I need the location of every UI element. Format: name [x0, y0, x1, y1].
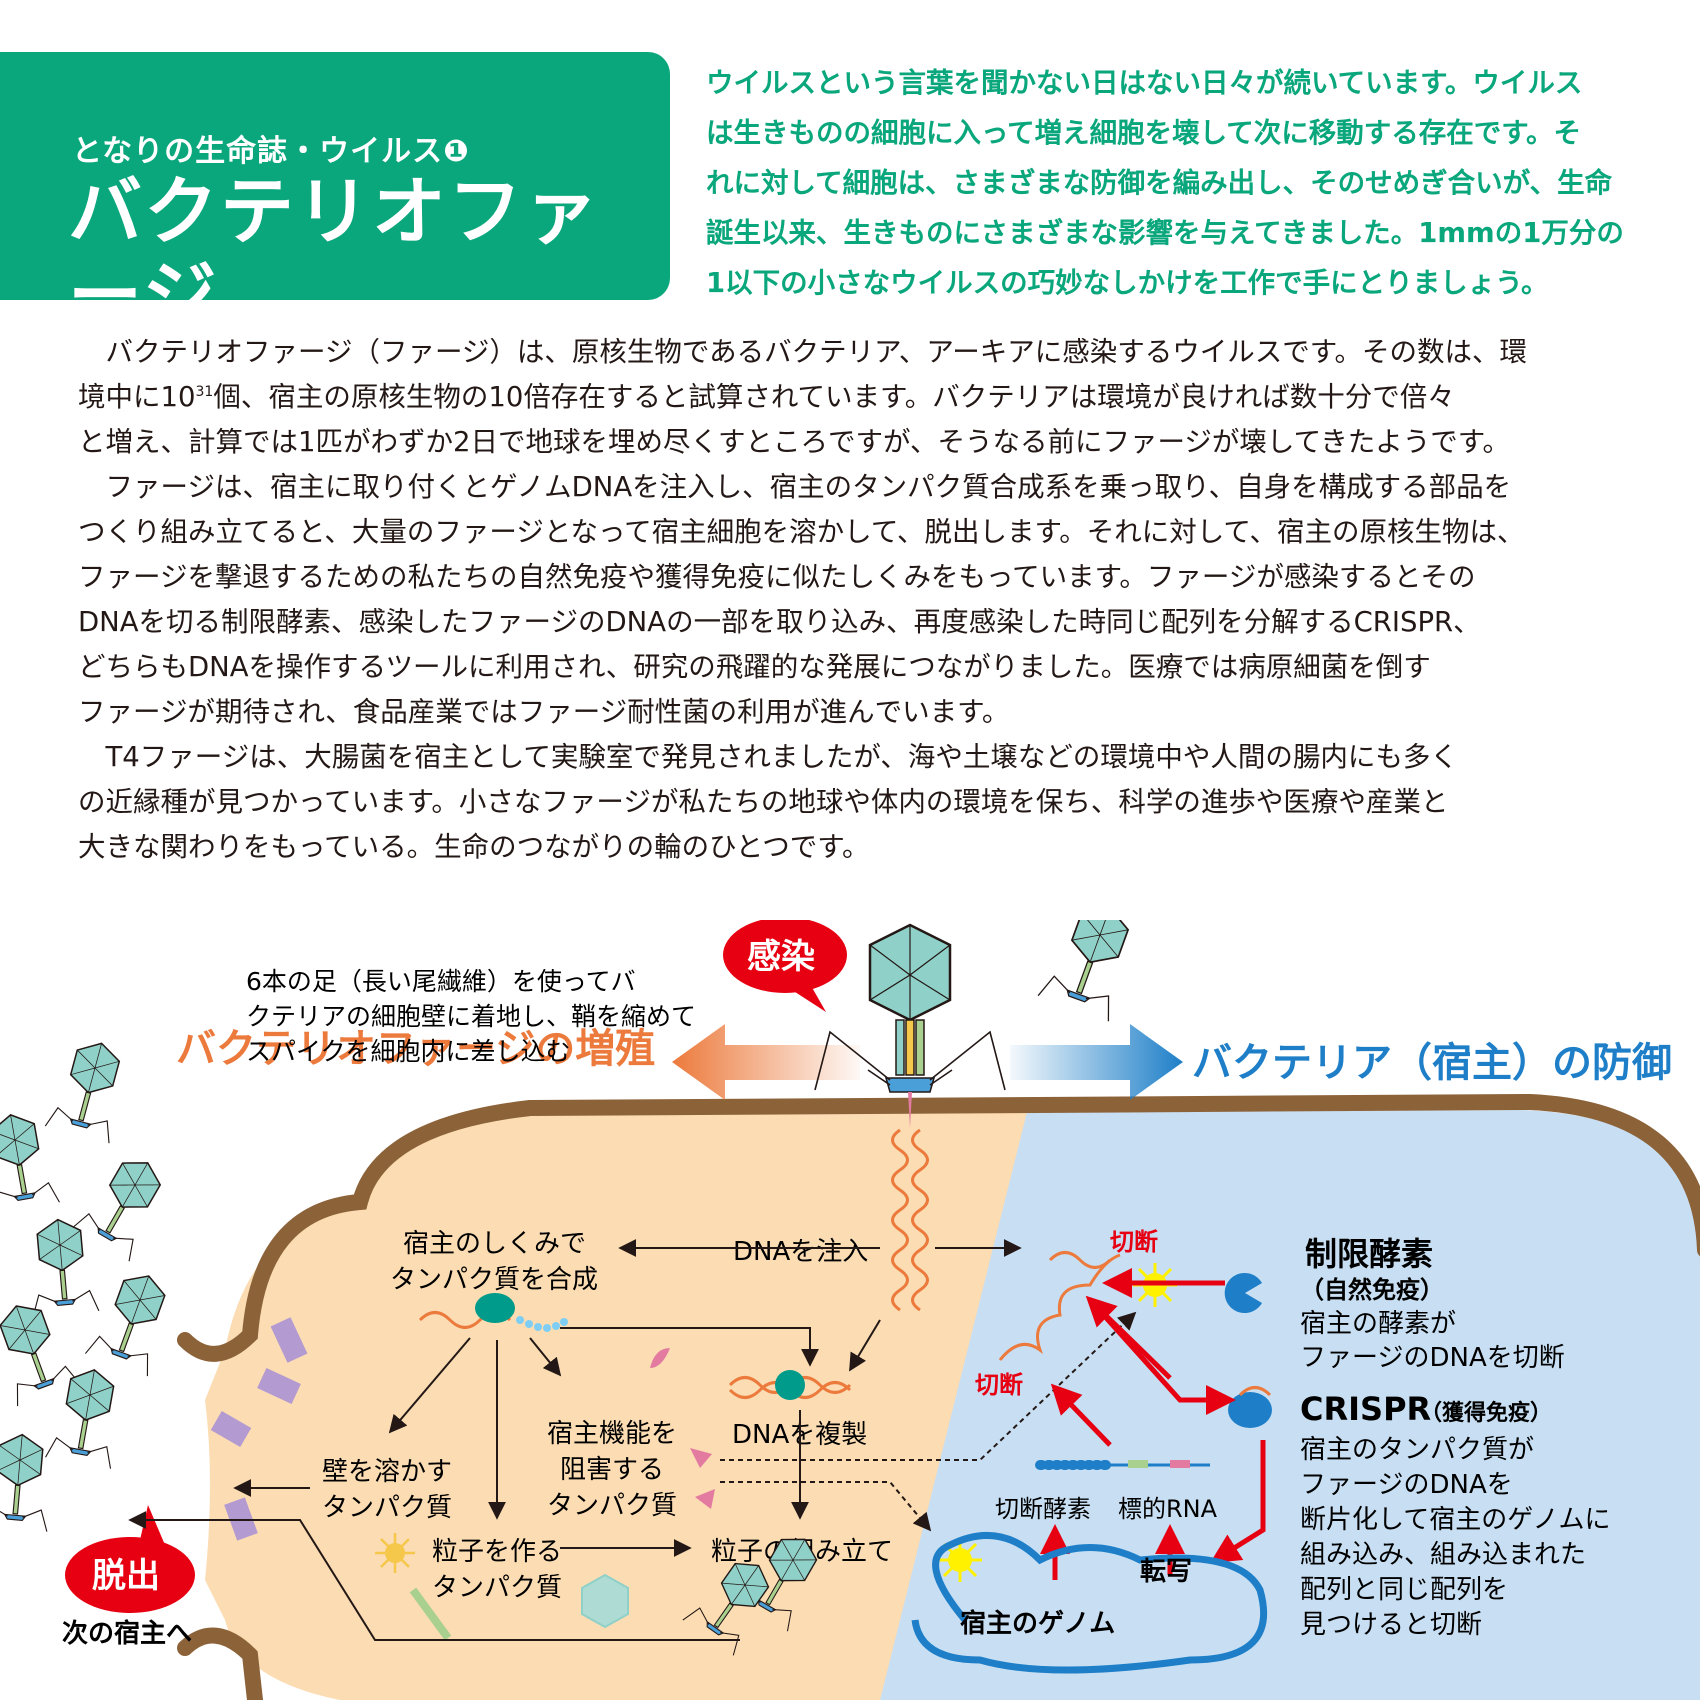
inhibit-label: 宿主機能を	[547, 1419, 677, 1449]
target-rna-label: 標的RNA	[1118, 1495, 1218, 1523]
crispr-desc: 見つけると切断	[1300, 1610, 1482, 1640]
host-genome-strand	[911, 1531, 1268, 1674]
crispr-desc: ファージのDNAを	[1300, 1470, 1513, 1500]
intro-text: ウイルスという言葉を聞かない日はない日々が続いています。ウイルス は生きものの細…	[706, 58, 1656, 308]
proliferation-heading: バクテリオファージの増殖	[176, 1026, 655, 1072]
particle-protein-label: 粒子を作る	[432, 1537, 562, 1567]
dotted-arrows	[720, 1311, 1137, 1532]
series-label: となりの生命誌・ウイルス❶	[72, 134, 470, 169]
body-line: どちらもDNAを操作するツールに利用され、研究の飛躍的な発展につながりました。医…	[78, 651, 1431, 683]
flow-arrows	[128, 1239, 1022, 1641]
restriction-desc: ファージのDNAを切断	[1300, 1343, 1565, 1373]
cut-label: 切断	[975, 1371, 1023, 1399]
body-line: DNAを切る制限酵素、感染したファージのDNAの一部を取り込み、再度感染した時同…	[78, 606, 1481, 638]
body-line: ファージを撃退するための私たちの自然免疫や獲得免疫に似たしくみをもっています。フ…	[78, 561, 1476, 593]
crispr-complex-icon	[1228, 1386, 1272, 1428]
restriction-desc: 宿主の酵素が	[1300, 1309, 1456, 1339]
exit-badge: 脱出	[65, 1505, 195, 1613]
capsid-icon	[581, 1573, 629, 1629]
phage-icon	[84, 1264, 181, 1377]
intro-line: ウイルスという言葉を聞かない日はない日々が続いています。ウイルス	[706, 67, 1583, 99]
restriction-title: 制限酵素	[1305, 1235, 1433, 1273]
intro-line: 誕生以来、生きものにさまざまな影響を与えてきました。1mmの1万分の	[706, 217, 1624, 249]
lysis-label: 壁を溶かす	[322, 1457, 452, 1487]
restriction-sub: （自然免疫）	[1300, 1276, 1444, 1304]
crispr-title: CRISPR	[1300, 1390, 1431, 1428]
crispr-desc: 配列と同じ配列を	[1300, 1575, 1508, 1605]
body-line: ファージが期待され、食品産業ではファージ耐性菌の利用が進んでいます。	[78, 696, 1010, 728]
exponent: 31	[195, 383, 214, 400]
intro-line: 1以下の小さなウイルスの巧妙なしかけを工作で手にとりましょう。	[706, 267, 1549, 299]
body-text-run: 個、宿主の原核生物の10倍存在すると試算されています。バクテリアは環境が良ければ…	[213, 381, 1455, 413]
crispr-sub: （獲得免疫）	[1420, 1400, 1552, 1426]
sun-burst-icon	[938, 1538, 982, 1582]
body-line: つくり組み立てると、大量のファージとなって宿主細胞を溶かして、脱出します。それに…	[78, 516, 1525, 548]
phage-icon	[0, 1430, 56, 1533]
phage-icon	[44, 1363, 128, 1470]
intro-line: は生きものの細胞に入って増え細胞を壊して次に移動する存在です。そ	[706, 117, 1582, 149]
particle-protein-label: タンパク質	[432, 1573, 562, 1603]
lysis-label: タンパク質	[322, 1493, 452, 1523]
phage-icon	[71, 1145, 178, 1263]
inject-label: DNAを注入	[733, 1237, 868, 1267]
body-line: バクテリオファージ（ファージ）は、原核生物であるバクテリア、アーキアに感染するウ…	[78, 336, 1527, 368]
crispr-desc: 組み込み、組み込まれた	[1300, 1540, 1586, 1570]
page-title: バクテリオファージ T4	[68, 169, 600, 423]
svg-text:感染: 感染	[747, 937, 815, 977]
inhibit-label: タンパク質	[547, 1491, 677, 1521]
title-box: となりの生命誌・ウイルス❶ バクテリオファージ T4	[0, 52, 670, 422]
phage-icon	[0, 1108, 61, 1215]
phage-dna-strand	[1048, 1251, 1112, 1269]
dna-helix	[891, 1128, 929, 1312]
synthesis-label: 宿主のしくみで	[403, 1229, 586, 1259]
infecting-phage-icon	[814, 923, 1006, 1128]
body-text: バクテリオファージ（ファージ）は、原核生物であるバクテリア、アーキアに感染するウ…	[78, 330, 1648, 870]
body-line: T4ファージは、大腸菌を宿主として実験室で発見されましたが、海や土壌などの環境中…	[78, 741, 1458, 773]
cut-label: 切断	[1110, 1228, 1158, 1256]
defense-heading: バクテリア（宿主）の防御	[1192, 1040, 1672, 1086]
body-line: 大きな関わりをもっている。生命のつながりの輪のひとつです。	[78, 831, 870, 863]
infect-badge: 感染	[723, 920, 847, 1012]
inhibit-protein-icon	[650, 1348, 670, 1368]
body-line: 境中に1031個、宿主の原核生物の10倍存在すると試算されています。バクテリアは…	[78, 375, 1648, 420]
phage-icon	[1037, 920, 1146, 1023]
crispr-desc: 宿主のタンパク質が	[1300, 1435, 1534, 1465]
arrow-icon	[1010, 1024, 1183, 1100]
inhibit-protein-icon	[695, 1489, 715, 1509]
phage-dna-strand	[998, 1253, 1121, 1361]
svg-text:脱出: 脱出	[92, 1556, 160, 1596]
host-genome-label: 宿主のゲノム	[960, 1608, 1115, 1639]
body-line: の近縁種が見つかっています。小さなファージが私たちの地球や体内の環境を保ち、科学…	[78, 786, 1449, 818]
phage-infection-diagram: バクテリオファージの増殖 バクテリア（宿主）の防御 6本の足（長い尾繊維）を使っ…	[0, 920, 1700, 1700]
defense-arrows	[1040, 1268, 1266, 1580]
phage-icon	[24, 1215, 100, 1318]
sun-burst-icon	[375, 1533, 415, 1573]
inhibit-protein-icon	[690, 1448, 712, 1468]
next-host-label: 次の宿主へ	[62, 1618, 192, 1649]
body-line: と増え、計算では1匹がわずか2日で地球を埋め尽くすところですが、そうなる前にファ…	[78, 426, 1510, 458]
crispr-desc: 断片化して宿主のゲノムに	[1300, 1505, 1610, 1535]
body-line: ファージは、宿主に取り付くとゲノムDNAを注入し、宿主のタンパク質合成系を乗っ取…	[78, 471, 1512, 503]
enzyme-pacman-icon	[1224, 1273, 1262, 1313]
tail-piece-icon	[409, 1587, 452, 1641]
infect-note-line: スパイクを細胞内に差し込む	[246, 1037, 571, 1066]
infect-note-line: 6本の足（長い尾繊維）を使ってバ	[246, 967, 636, 996]
body-text-run: 境中に10	[78, 381, 196, 413]
cleave-enzyme-strand	[1035, 1460, 1210, 1470]
ribosome-icon	[418, 1293, 568, 1332]
transcription-label: 転写	[1140, 1557, 1192, 1587]
synthesis-label: タンパク質を合成	[390, 1265, 598, 1295]
phage-icon	[0, 1294, 81, 1407]
inhibit-label: 阻害する	[560, 1455, 664, 1485]
cleave-enzyme-label: 切断酵素	[995, 1495, 1091, 1523]
replication-icon	[728, 1370, 852, 1400]
infect-note-line: クテリアの細胞壁に着地し、鞘を縮めて	[246, 1002, 696, 1031]
phage-icon	[44, 1034, 135, 1144]
arrow-icon	[672, 1024, 860, 1100]
intro-line: れに対して細胞は、さまざまな防御を編み出し、そのせめぎ合いが、生命	[706, 167, 1613, 199]
